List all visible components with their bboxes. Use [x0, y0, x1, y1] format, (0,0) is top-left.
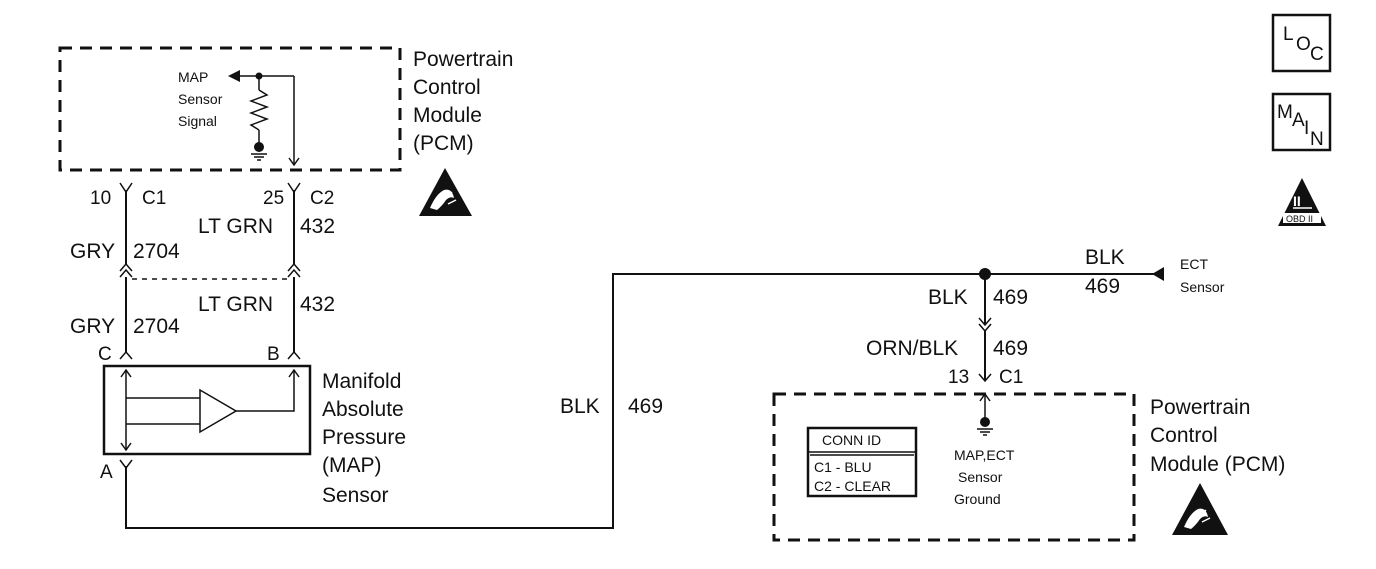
arrow-down-icon — [288, 157, 300, 167]
inline-connector-ltgrn-icon — [287, 262, 301, 278]
map-sensor-title: Manifold Absolute Pressure (MAP) Sensor — [322, 370, 406, 507]
main-letter: N — [1310, 129, 1324, 150]
blk-return-color: BLK — [560, 395, 600, 418]
ground-icon — [251, 153, 267, 161]
pcm-top-title-line: Powertrain — [413, 48, 513, 71]
loc-letter: O — [1296, 34, 1311, 55]
inline-connector-gry-icon — [119, 262, 133, 278]
loc-letter: L — [1283, 24, 1294, 45]
pcm-internal-circuit — [228, 70, 300, 167]
signal-label-line: Signal — [178, 113, 217, 129]
map-title-line: Absolute — [322, 398, 404, 421]
ltgrn-wire-color-2: LT GRN — [198, 293, 273, 316]
pcm-top-box — [58, 46, 402, 172]
map-sensor-box — [102, 364, 312, 456]
map-sensor-signal-label: MAP Sensor Signal — [178, 69, 223, 129]
ground-label-line: MAP,ECT — [954, 447, 1015, 463]
main-letter: I — [1304, 118, 1309, 139]
gry-wire-color-1: GRY — [70, 240, 115, 263]
map-title-line: Sensor — [322, 484, 389, 507]
blk-ect-color: BLK — [1085, 246, 1125, 269]
signal-label-line: Sensor — [178, 91, 223, 107]
c1-name-bottom: C1 — [999, 367, 1023, 388]
loc-icon[interactable]: L O C — [1271, 13, 1332, 73]
ground-return-wire — [125, 273, 985, 529]
conn-id-title: CONN ID — [822, 432, 881, 448]
loc-letter: C — [1310, 44, 1324, 65]
pcm-bottom-ground: MAP,ECT Sensor Ground — [954, 392, 1015, 507]
signal-arrow-icon — [228, 70, 240, 82]
blk-drop-circuit: 469 — [993, 286, 1028, 309]
c2-pin-top: 25 — [263, 188, 284, 209]
pcm-bottom-box — [772, 392, 1136, 542]
blk-drop-color: BLK — [928, 286, 968, 309]
ect-label-line: ECT — [1180, 256, 1208, 272]
pcm-top-title-line: Module — [413, 104, 482, 127]
map-pin-c: C — [98, 344, 112, 365]
ect-label-line: Sensor — [1180, 279, 1225, 295]
c1-name-top: C1 — [142, 188, 166, 209]
pin-c-connector-icon — [119, 350, 133, 360]
conn-id-line: C2 - CLEAR — [814, 478, 891, 494]
ground-icon — [977, 428, 993, 436]
map-pin-b: B — [267, 344, 280, 365]
obd-text: OBD II — [1286, 214, 1313, 224]
pcm-top-title-line: Control — [413, 76, 481, 99]
map-sensor-internal — [120, 368, 300, 452]
obd-ii-icon[interactable]: II OBD II — [1278, 178, 1326, 226]
conn-id-table: CONN ID C1 - BLU C2 - CLEAR — [806, 426, 918, 498]
ltgrn-wire-circuit-1: 432 — [300, 215, 335, 238]
c2-name-top: C2 — [310, 188, 334, 209]
map-title-line: Manifold — [322, 370, 401, 393]
blk-return-circuit: 469 — [628, 395, 663, 418]
obd-numeral: II — [1293, 193, 1301, 209]
pcm-top-title: Powertrain Control Module (PCM) — [413, 48, 513, 155]
map-pin-a: A — [100, 462, 113, 483]
main-letter: A — [1292, 110, 1305, 131]
conn-id-line: C1 - BLU — [814, 459, 872, 475]
ornblk-circuit: 469 — [993, 337, 1028, 360]
esd-warning-icon — [1172, 483, 1228, 535]
ground-node-icon — [254, 142, 264, 152]
ltgrn-wire-color-1: LT GRN — [198, 215, 273, 238]
connector-c1-bottom-icon — [978, 373, 992, 383]
main-icon[interactable]: M A I N — [1271, 92, 1332, 152]
pcm-top-title-line: (PCM) — [413, 132, 474, 155]
map-title-line: (MAP) — [322, 454, 382, 477]
signal-label-line: MAP — [178, 69, 208, 85]
gry-wire-circuit-1: 2704 — [133, 240, 180, 263]
resistor-icon — [248, 89, 270, 131]
ect-arrow-icon — [1152, 267, 1164, 281]
amplifier-icon — [199, 388, 238, 434]
gry-wire-color-2: GRY — [70, 315, 115, 338]
gry-wire-circuit-2: 2704 — [133, 315, 180, 338]
pcm-bottom-title-line: Powertrain — [1150, 396, 1250, 419]
map-title-line: Pressure — [322, 426, 406, 449]
pcm-bottom-title-line: Control — [1150, 424, 1218, 447]
pcm-bottom-title: Powertrain Control Module (PCM) — [1150, 396, 1285, 476]
ltgrn-wire-circuit-2: 432 — [300, 293, 335, 316]
blk-ect-circuit: 469 — [1085, 275, 1120, 298]
ground-label-line: Sensor — [958, 469, 1003, 485]
c1-pin-bottom: 13 — [948, 367, 969, 388]
pin-b-connector-icon — [287, 350, 301, 360]
ornblk-color: ORN/BLK — [866, 337, 958, 360]
esd-warning-icon — [419, 168, 472, 216]
pcm-bottom-title-line: Module (PCM) — [1150, 453, 1285, 476]
c1-pin-top: 10 — [90, 188, 111, 209]
ground-label-line: Ground — [954, 491, 1001, 507]
main-letter: M — [1277, 102, 1293, 123]
ground-node-icon — [980, 417, 990, 427]
